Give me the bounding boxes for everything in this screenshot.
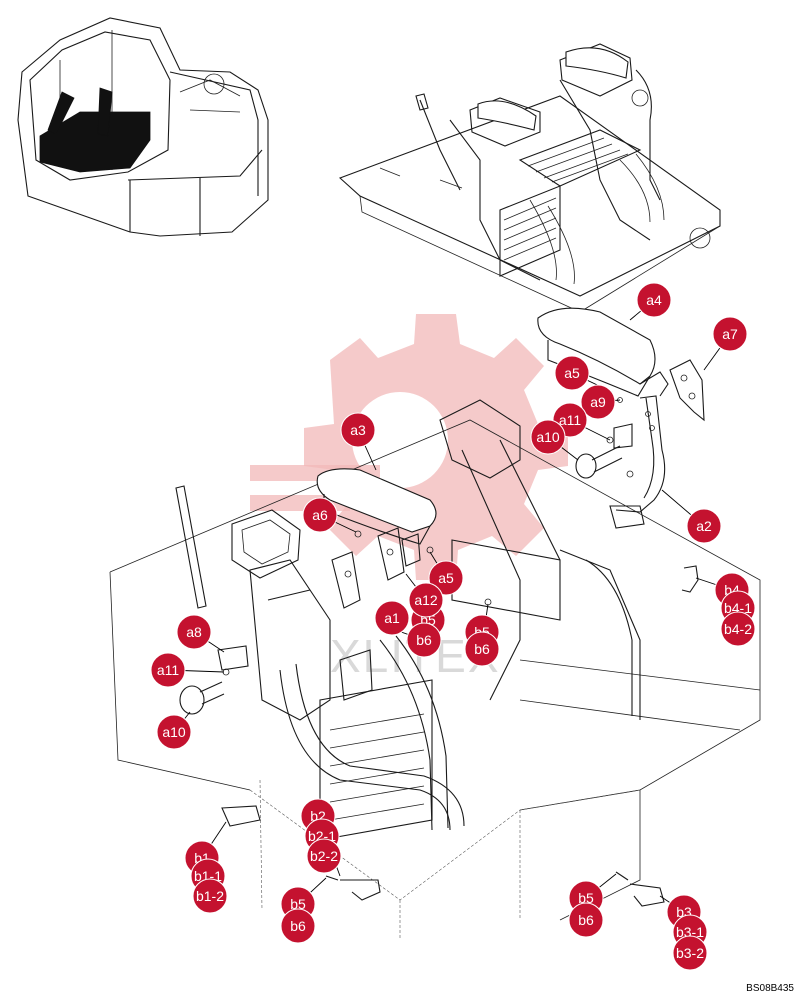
callout-b6-lower-right: b6 xyxy=(568,902,604,938)
assembled-console-view xyxy=(338,43,721,313)
callout-b1-2: b1-2 xyxy=(192,878,228,914)
svg-text:b6: b6 xyxy=(474,641,490,657)
svg-text:a5: a5 xyxy=(438,570,454,586)
svg-text:b2-2: b2-2 xyxy=(310,848,338,864)
svg-text:a7: a7 xyxy=(722,326,738,342)
callout-a10-top: a10 xyxy=(530,419,566,455)
svg-text:b6: b6 xyxy=(416,632,432,648)
exploded-console-view xyxy=(109,307,761,940)
callout-b3-2: b3-2 xyxy=(672,935,708,971)
svg-text:a1: a1 xyxy=(384,610,400,626)
callout-a11-bottom: a11 xyxy=(150,652,186,688)
svg-text:a2: a2 xyxy=(696,518,712,534)
svg-text:b6: b6 xyxy=(290,918,306,934)
svg-text:b5: b5 xyxy=(578,890,594,906)
callout-b6-left: b6 xyxy=(406,622,442,658)
svg-text:a10: a10 xyxy=(162,724,186,740)
svg-text:a8: a8 xyxy=(186,624,202,640)
svg-text:b4-1: b4-1 xyxy=(724,600,752,616)
svg-text:a4: a4 xyxy=(646,292,662,308)
inset-cab-view xyxy=(17,17,269,237)
drawing-id-label: BS08B435 xyxy=(746,983,794,994)
svg-text:a5: a5 xyxy=(564,365,580,381)
svg-text:b4-2: b4-2 xyxy=(724,621,752,637)
callout-a3: a3 xyxy=(340,412,376,448)
svg-text:b3-2: b3-2 xyxy=(676,945,704,961)
svg-text:b1-2: b1-2 xyxy=(196,888,224,904)
svg-text:a3: a3 xyxy=(350,422,366,438)
callout-a7: a7 xyxy=(712,316,748,352)
callout-b2-2: b2-2 xyxy=(306,838,342,874)
callout-a4: a4 xyxy=(636,282,672,318)
callout-b6-lower-left: b6 xyxy=(280,908,316,944)
callout-b4-2: b4-2 xyxy=(720,611,756,647)
svg-text:a11: a11 xyxy=(157,662,180,678)
svg-text:a9: a9 xyxy=(590,394,606,410)
svg-text:a6: a6 xyxy=(312,507,328,523)
callout-a5-top: a5 xyxy=(554,355,590,391)
callout-a2: a2 xyxy=(686,508,722,544)
callout-a6: a6 xyxy=(302,497,338,533)
callout-a12: a12 xyxy=(408,582,444,618)
callout-a10-bottom: a10 xyxy=(156,714,192,750)
callout-a8: a8 xyxy=(176,614,212,650)
callout-a5-mid: a5 xyxy=(428,560,464,596)
svg-text:b6: b6 xyxy=(578,912,594,928)
svg-text:a11: a11 xyxy=(559,412,582,428)
callout-a9: a9 xyxy=(580,384,616,420)
callout-b6-right: b6 xyxy=(464,631,500,667)
svg-text:b3-1: b3-1 xyxy=(676,924,704,940)
callout-a1: a1 xyxy=(374,600,410,636)
svg-text:a12: a12 xyxy=(414,592,438,608)
svg-text:a10: a10 xyxy=(536,429,560,445)
svg-text:b5: b5 xyxy=(290,896,306,912)
